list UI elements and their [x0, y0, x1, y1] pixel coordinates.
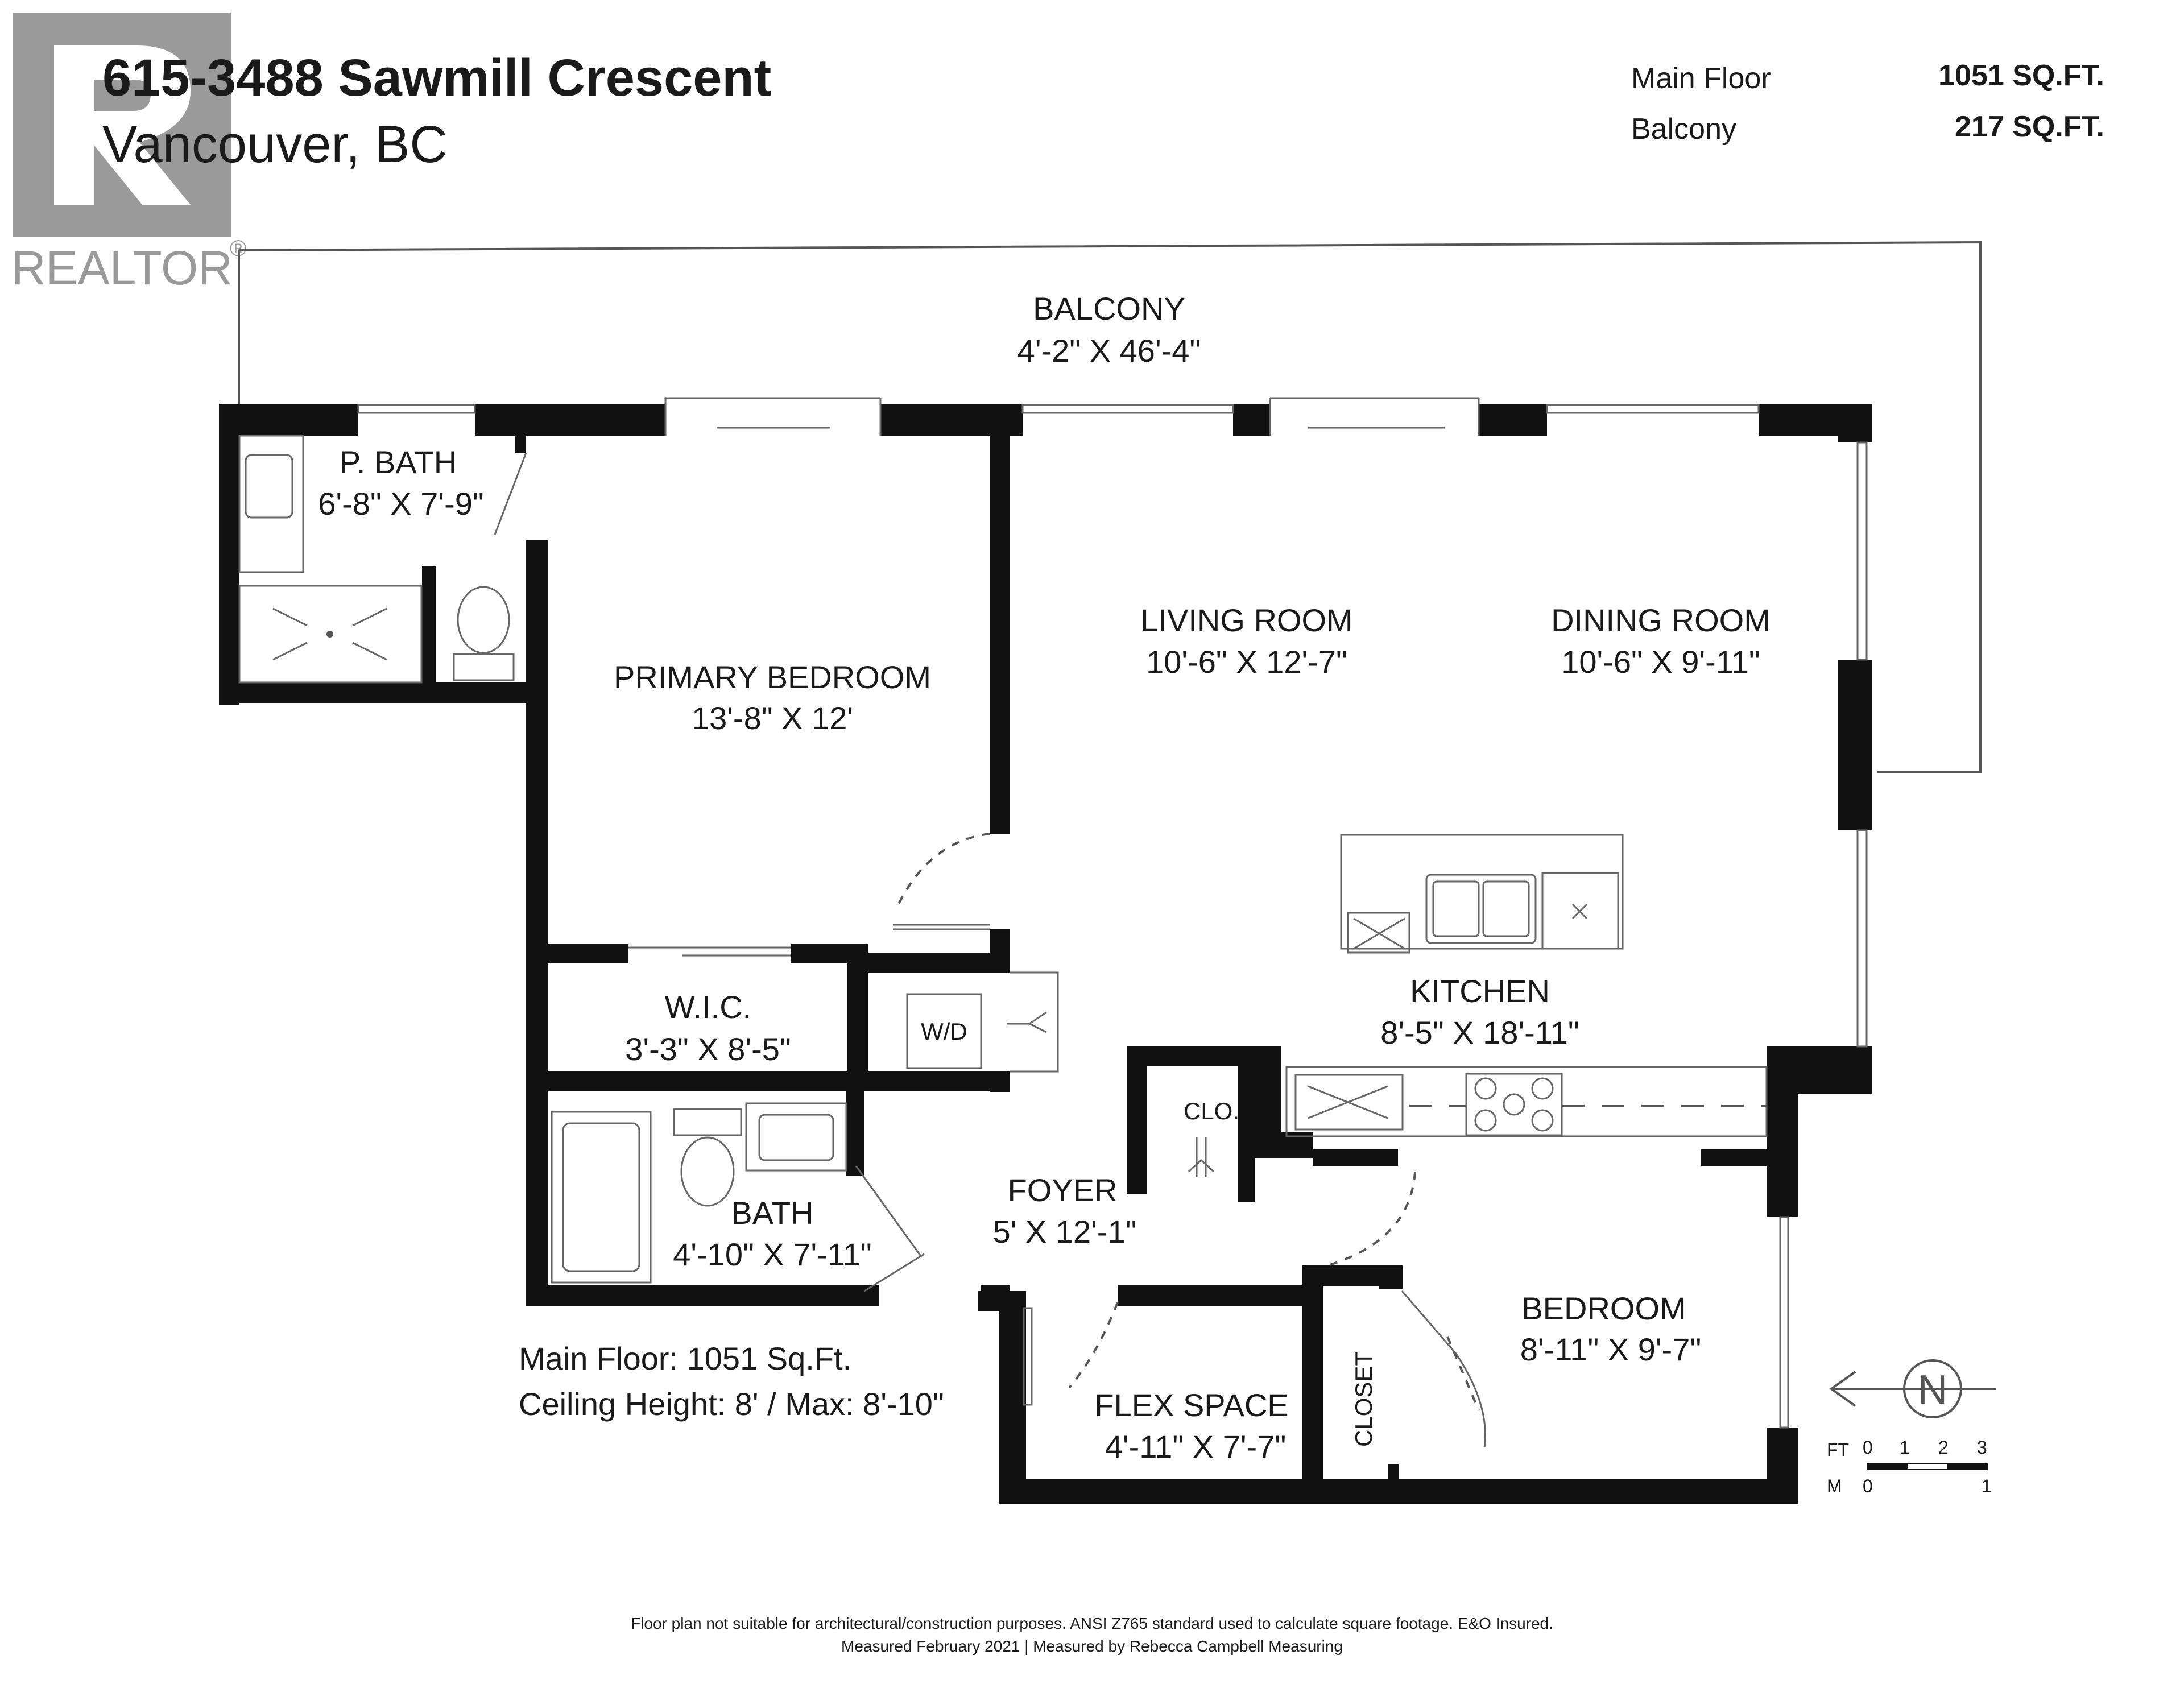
balcony-name: BALCONY	[1033, 291, 1185, 326]
clo-label: CLO.	[1184, 1098, 1239, 1124]
balcony-dims: 4'-2" X 46'-4"	[1017, 333, 1201, 369]
wd-label: W/D	[921, 1018, 967, 1045]
scale-m-label: M	[1827, 1476, 1842, 1496]
door-swings	[494, 452, 1486, 1448]
pbath-name: P. BATH	[340, 444, 457, 480]
flex-space-name: FLEX SPACE	[1094, 1387, 1288, 1423]
closet-label: CLOSET	[1350, 1351, 1377, 1447]
scale-m-tick-1: 1	[1982, 1476, 1992, 1496]
living-room-name: LIVING ROOM	[1140, 602, 1352, 638]
footer-disclaimer: Floor plan not suitable for architectura…	[631, 1615, 1553, 1632]
kitchen-dims: 8'-5" X 18'-11"	[1380, 1015, 1579, 1050]
address-line2: Vancouver, BC	[102, 115, 448, 173]
address-line1: 615-3488 Sawmill Crescent	[102, 49, 771, 107]
note-ceiling-height: Ceiling Height: 8' / Max: 8'-10"	[519, 1386, 944, 1422]
kitchen-name: KITCHEN	[1410, 973, 1550, 1009]
dining-room-dims: 10'-6" X 9'-11"	[1561, 644, 1760, 680]
realtor-logo: REALTOR ®	[11, 13, 246, 295]
bath-name: BATH	[731, 1195, 813, 1231]
north-arrow-icon: N	[1829, 1359, 1996, 1418]
realtor-logo-r-shape	[54, 45, 191, 205]
balcony-outline	[238, 241, 1982, 773]
walls	[219, 404, 1872, 1504]
primary-bedroom-dims: 13'-8" X 12'	[692, 700, 853, 736]
wic-name: W.I.C.	[665, 989, 751, 1025]
area-value-main: 1051 SQ.FT.	[1938, 59, 2104, 92]
realtor-logo-text: REALTOR	[11, 241, 233, 295]
pbath-dims: 6'-8" X 7'-9"	[318, 486, 483, 522]
scale-m-tick-0: 0	[1863, 1476, 1873, 1496]
scale-bar: FT 0 1 2 3 M 0 1	[1827, 1437, 1992, 1496]
sliding-doors	[628, 397, 1480, 957]
bedroom-name: BEDROOM	[1521, 1290, 1686, 1326]
scale-ft-tick-1: 1	[1900, 1437, 1910, 1458]
scale-ft-tick-2: 2	[1938, 1437, 1949, 1458]
area-value-balcony: 217 SQ.FT.	[1955, 110, 2104, 143]
footer-measured: Measured February 2021 | Measured by Reb…	[841, 1637, 1343, 1655]
bedroom-dims: 8'-11" X 9'-7"	[1520, 1331, 1701, 1367]
scale-ft-tick-3: 3	[1977, 1437, 1987, 1458]
scale-ft-label: FT	[1827, 1439, 1849, 1460]
scale-ft-tick-0: 0	[1863, 1437, 1873, 1458]
room-labels: BALCONY 4'-2" X 46'-4" P. BATH 6'-8" X 7…	[318, 291, 1771, 1464]
flex-space-dims: 4'-11" X 7'-7"	[1105, 1429, 1286, 1464]
primary-bedroom-name: PRIMARY BEDROOM	[614, 659, 931, 695]
area-label-balcony: Balcony	[1631, 113, 1736, 146]
area-label-main: Main Floor	[1631, 62, 1771, 95]
dining-room-name: DINING ROOM	[1551, 602, 1771, 638]
wic-dims: 3'-3" X 8'-5"	[625, 1031, 791, 1067]
bath-dims: 4'-10" X 7'-11"	[673, 1236, 872, 1272]
compass-label: N	[1918, 1367, 1947, 1413]
fixtures	[238, 435, 1768, 1284]
foyer-name: FOYER	[1008, 1172, 1118, 1208]
foyer-dims: 5' X 12'-1"	[993, 1214, 1137, 1250]
living-room-dims: 10'-6" X 12'-7"	[1146, 644, 1347, 680]
windows	[357, 404, 1868, 1429]
note-main-floor: Main Floor: 1051 Sq.Ft.	[519, 1341, 851, 1376]
